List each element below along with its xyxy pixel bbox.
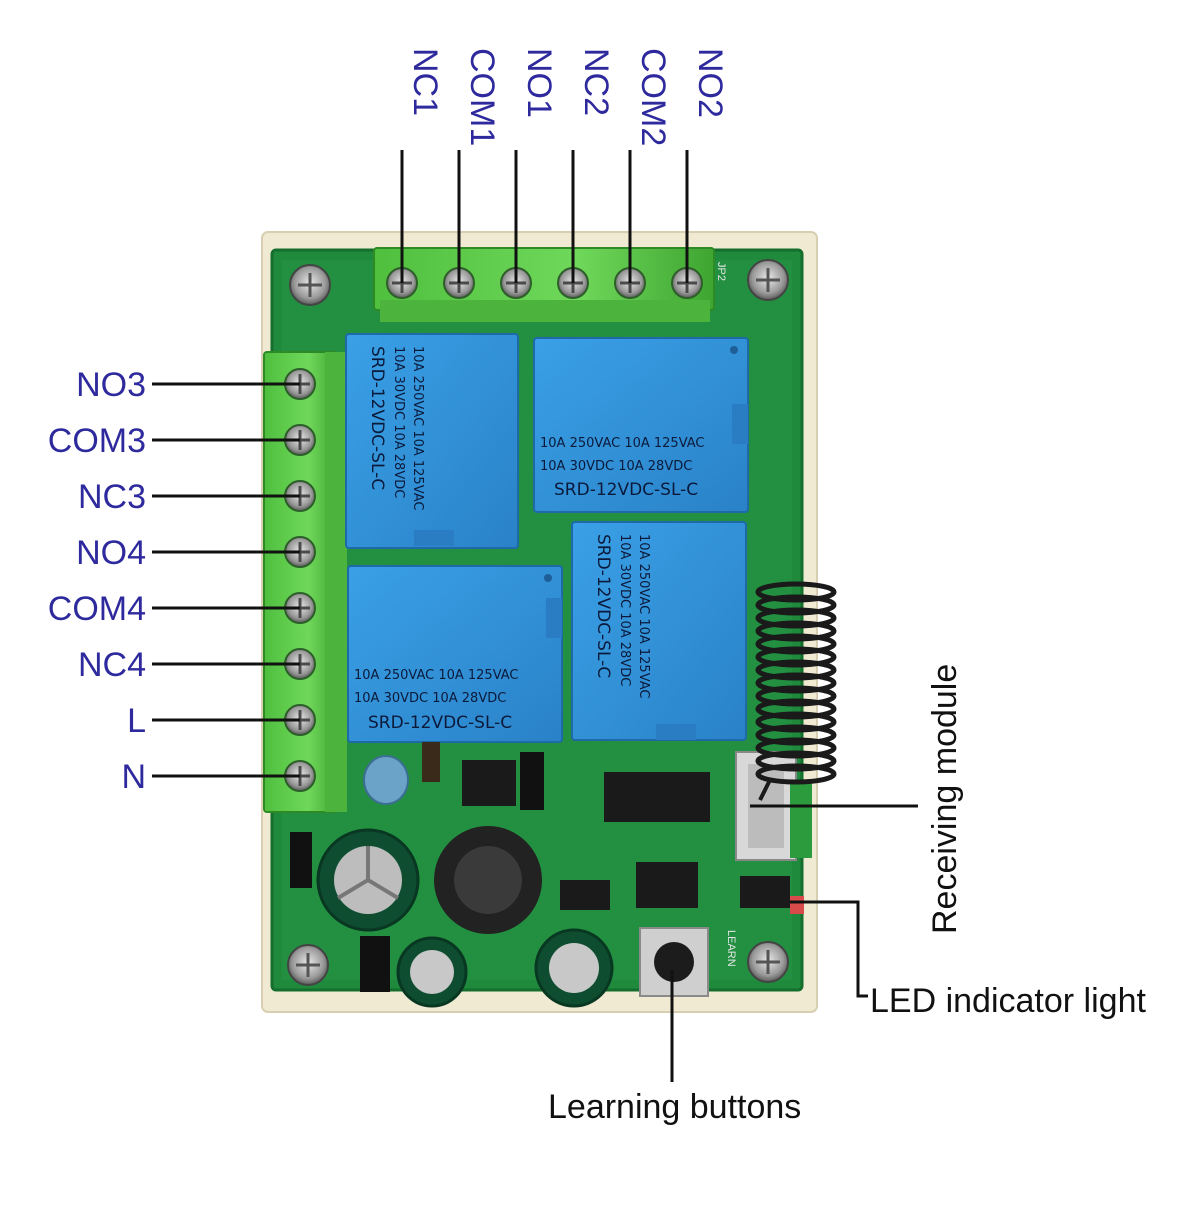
pcb-learn-label: LEARN bbox=[725, 930, 737, 967]
terminal-label-com1: COM1 bbox=[463, 48, 501, 146]
relay-4-rating-ac: 10A 250VAC 10A 125VAC bbox=[636, 534, 651, 699]
terminal-label-com2: COM2 bbox=[634, 48, 672, 146]
relay-1-model: SRD-12VDC-SL-C bbox=[367, 346, 387, 490]
mounting-screws bbox=[287, 259, 789, 986]
terminal-label-com3: COM3 bbox=[48, 422, 146, 460]
relay-1-rating-ac: 10A 250VAC 10A 125VAC bbox=[410, 346, 425, 511]
relay-4-model: SRD-12VDC-SL-C bbox=[593, 534, 613, 678]
receiving-module-label: Receiving module bbox=[926, 664, 964, 934]
terminal-label-no1: NO1 bbox=[520, 48, 558, 118]
relay-3-model: SRD-12VDC-SL-C bbox=[368, 713, 512, 733]
terminal-label-no2: NO2 bbox=[691, 48, 729, 118]
terminal-label-com4: COM4 bbox=[48, 590, 146, 628]
relay-2: 10A 250VAC 10A 125VAC 10A 30VDC 10A 28VD… bbox=[533, 337, 749, 513]
callout-receiving-module: Receiving module bbox=[750, 664, 964, 934]
callout-learning-buttons: Learning buttons bbox=[548, 970, 801, 1126]
pcb-jp2-label: JP2 bbox=[715, 262, 727, 281]
terminal-label-no4: NO4 bbox=[76, 534, 146, 572]
relay-3-rating-dc: 10A 30VDC 10A 28VDC bbox=[354, 691, 506, 706]
terminal-label-nc3: NC3 bbox=[78, 478, 146, 516]
relay-2-rating-ac: 10A 250VAC 10A 125VAC bbox=[540, 436, 705, 451]
terminal-label-nc2: NC2 bbox=[577, 48, 615, 116]
relay-2-model: SRD-12VDC-SL-C bbox=[554, 480, 698, 500]
terminal-label-nc4: NC4 bbox=[78, 646, 146, 684]
callout-led-indicator: LED indicator light bbox=[790, 900, 1146, 1020]
learning-button[interactable] bbox=[639, 927, 709, 997]
relay-4-rating-dc: 10A 30VDC 10A 28VDC bbox=[617, 534, 632, 686]
relay-1: 10A 250VAC 10A 125VAC 10A 30VDC 10A 28VD… bbox=[345, 333, 519, 549]
terminal-label-l: L bbox=[127, 702, 146, 740]
terminal-label-nc1: NC1 bbox=[406, 48, 444, 116]
terminal-label-no3: NO3 bbox=[76, 366, 146, 404]
relay-3: 10A 250VAC 10A 125VAC 10A 30VDC 10A 28VD… bbox=[347, 565, 563, 743]
terminal-label-n: N bbox=[121, 758, 146, 796]
led-indicator-icon bbox=[790, 896, 804, 914]
lower-components bbox=[290, 742, 790, 1008]
relay-1-rating-dc: 10A 30VDC 10A 28VDC bbox=[391, 346, 406, 498]
learning-buttons-label: Learning buttons bbox=[548, 1088, 801, 1126]
relay-2-rating-dc: 10A 30VDC 10A 28VDC bbox=[540, 459, 692, 474]
led-indicator-label: LED indicator light bbox=[870, 982, 1146, 1020]
relay-3-rating-ac: 10A 250VAC 10A 125VAC bbox=[354, 668, 519, 683]
top-terminal-labels: NC1 COM1 NO1 NC2 COM2 NO2 bbox=[400, 48, 729, 283]
antenna-coil bbox=[755, 581, 837, 801]
relay-4: 10A 250VAC 10A 125VAC 10A 30VDC 10A 28VD… bbox=[571, 521, 747, 741]
